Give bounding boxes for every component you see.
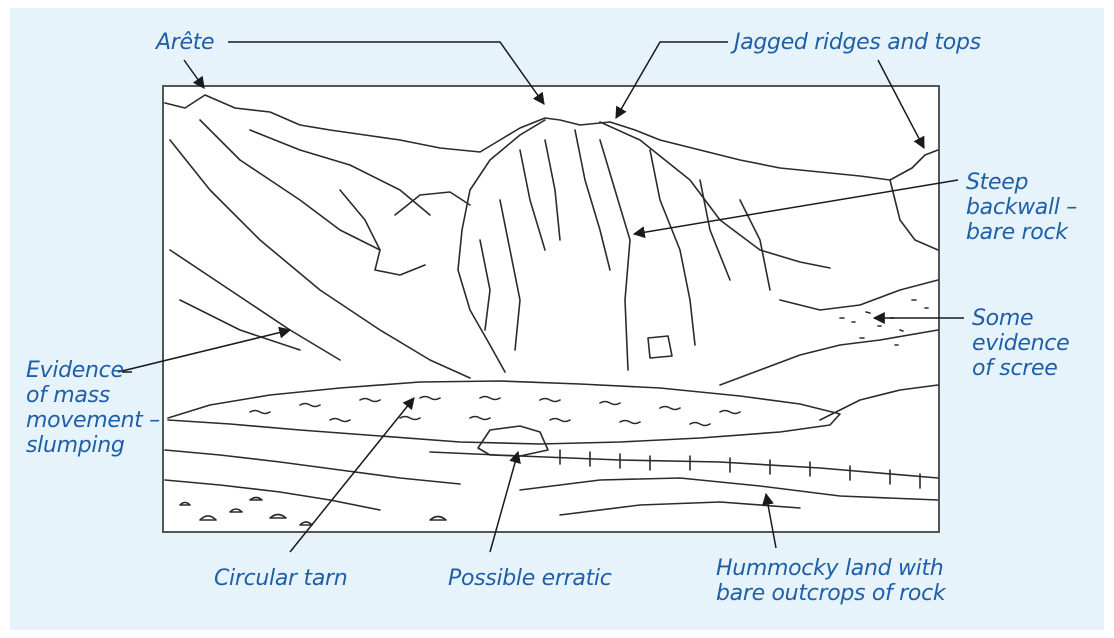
label-scree-line1: Some [972,306,1034,331]
tarn-shoreline [167,380,841,445]
tarn-arrow [289,397,415,553]
mass-movement-arrow [117,326,292,373]
label-mass-line2: of mass [26,383,110,408]
ridge-skyline [164,94,939,181]
label-mass-line4: slumping [26,433,125,458]
label-steep-line1: Steep [966,170,1029,195]
label-mass-line3: movement – [26,408,160,433]
hummocky-arrow [762,492,777,549]
label-possible-erratic: Possible erratic [448,566,612,591]
central-cliff [457,119,546,373]
jagged-right-arrow [877,59,925,150]
backwall-arrow [632,179,959,239]
label-mass-line1: Evidence [26,358,124,383]
arete-ridge-arrow [228,41,545,105]
erratic-arrow [489,450,521,553]
label-steep-line2: backwall – [966,195,1077,220]
label-scree-line2: evidence [972,331,1070,356]
label-circular-tarn: Circular tarn [214,566,348,591]
arete-arrow [183,59,205,89]
label-scree-line3: of scree [972,356,1058,381]
label-hummocky-line1: Hummocky land with [716,556,944,581]
label-jagged-ridges: Jagged ridges and tops [734,30,981,55]
jagged-arrow [615,41,728,120]
label-arete: Arête [156,30,215,55]
label-hummocky-line2: bare outcrops of rock [716,581,946,606]
label-steep-line3: bare rock [966,220,1068,245]
